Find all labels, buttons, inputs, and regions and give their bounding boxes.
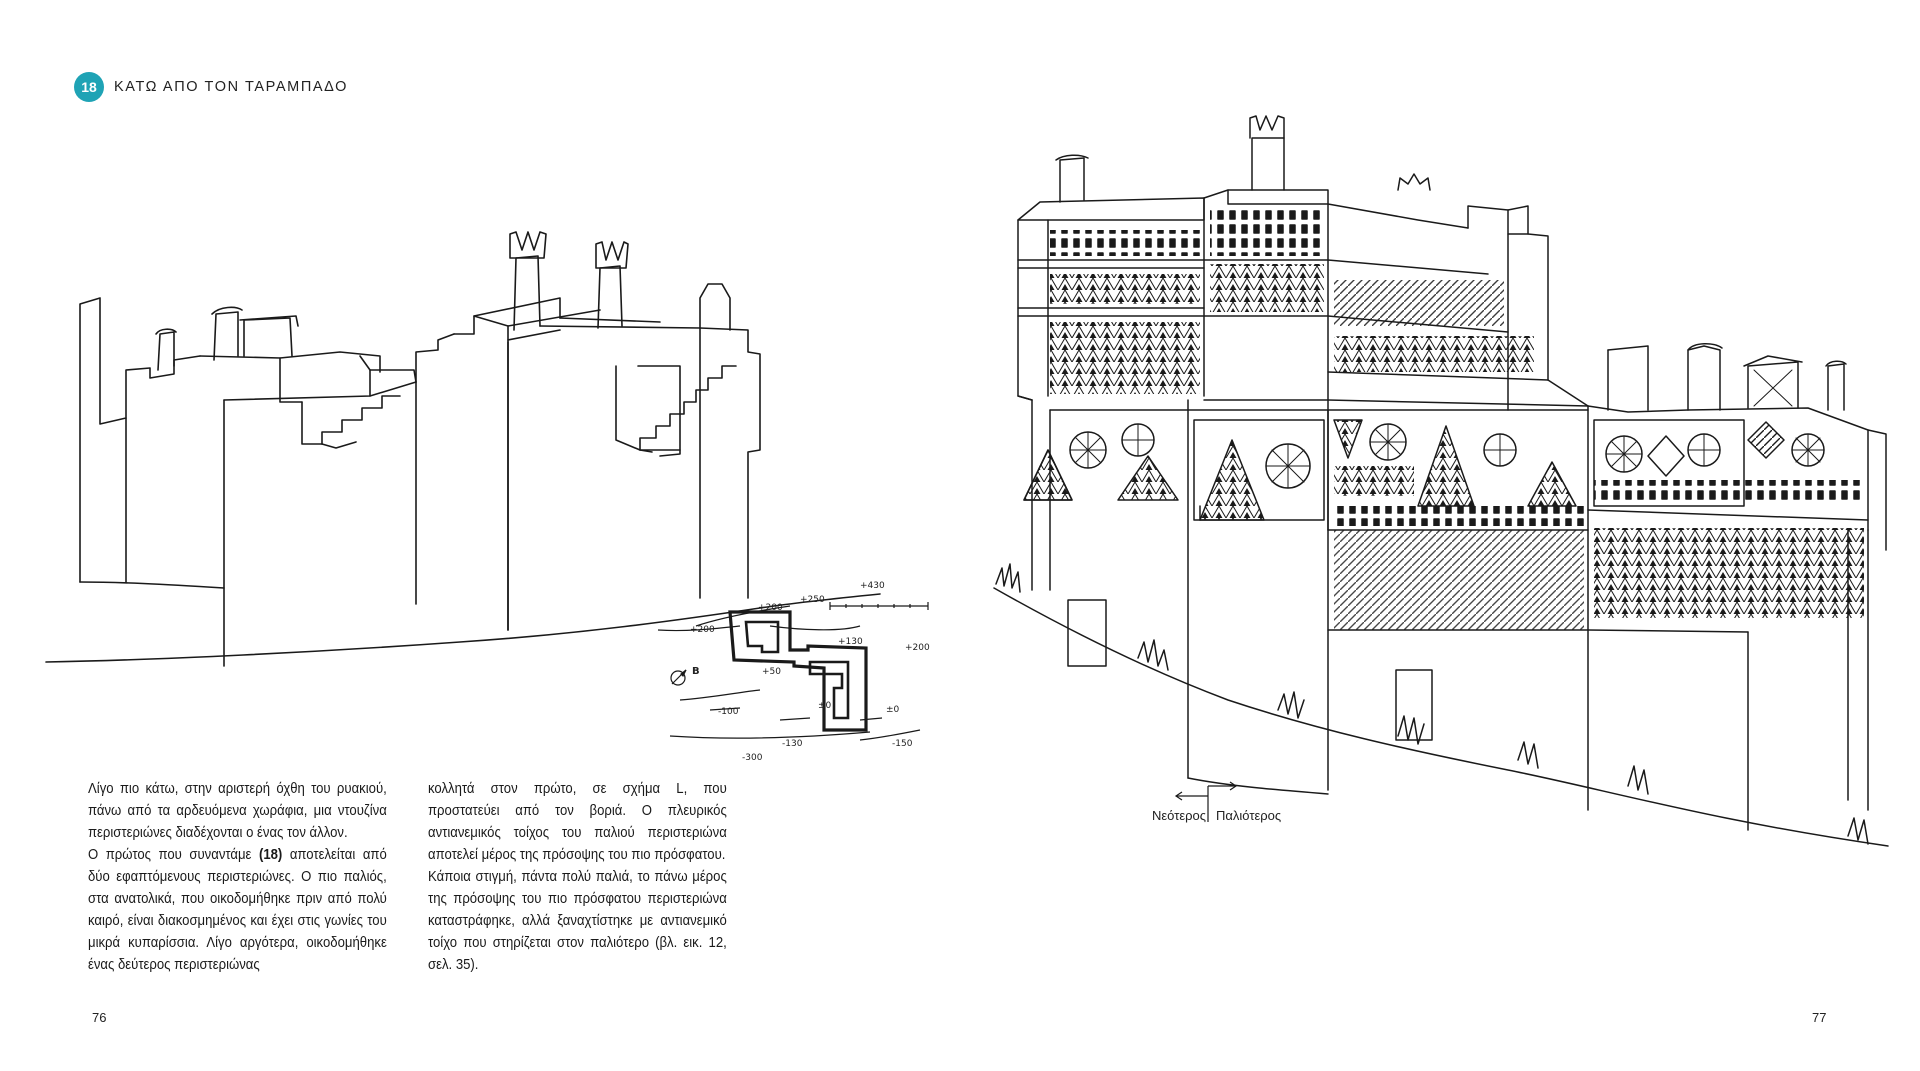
age-legend: Νεότερος Παλιότερος bbox=[1136, 780, 1336, 836]
chapter-header: 18 ΚΑΤΩ ΑΠΟ ΤΟΝ ΤΑΡΑΜΠΑΔΟ bbox=[74, 72, 348, 102]
plan-elevation: +130 bbox=[838, 637, 863, 647]
page-number-right: 77 bbox=[1812, 1010, 1827, 1025]
plan-elevation: +430 bbox=[860, 581, 885, 591]
paragraph: Ο πρώτος που συναντάμε (18) αποτελείται … bbox=[88, 844, 387, 976]
plan-elevation: -300 bbox=[742, 753, 763, 763]
legend-older: Παλιότερος bbox=[1216, 808, 1281, 823]
paragraph: κολλητά στον πρώτο, σε σχήμα L, που προσ… bbox=[428, 781, 727, 863]
dovecote-rear-drawing bbox=[40, 120, 920, 680]
north-label: B bbox=[692, 666, 700, 677]
chapter-title: ΚΑΤΩ ΑΠΟ ΤΟΝ ΤΑΡΑΜΠΑΔΟ bbox=[114, 79, 349, 95]
plan-elevation: ±0 bbox=[818, 701, 832, 711]
plan-elevation: -150 bbox=[892, 739, 913, 749]
paragraph: Λίγο πιο κάτω, στην αριστερή όχθη του ρυ… bbox=[88, 781, 387, 841]
plan-elevation: +200 bbox=[758, 603, 783, 613]
plan-elevation: +50 bbox=[762, 667, 781, 677]
plan-elevation: -100 bbox=[718, 707, 739, 717]
legend-newer: Νεότερος bbox=[1152, 808, 1206, 823]
plan-elevation: ±0 bbox=[886, 705, 900, 715]
chapter-number-badge: 18 bbox=[74, 72, 104, 102]
site-plan: +430 +250 +200 +200 +200 +130 +50 ±0 ±0 … bbox=[650, 570, 950, 770]
plan-elevation: -130 bbox=[782, 739, 803, 749]
text-column-2: κολλητά στον πρώτο, σε σχήμα L, που προσ… bbox=[428, 778, 727, 976]
right-page: Νεότερος Παλιότερος 77 bbox=[960, 0, 1920, 1071]
page-number-left: 76 bbox=[92, 1010, 107, 1025]
plan-elevation: +250 bbox=[800, 595, 825, 605]
left-page: 18 ΚΑΤΩ ΑΠΟ ΤΟΝ ΤΑΡΑΜΠΑΔΟ bbox=[40, 72, 950, 1025]
plan-elevation: +200 bbox=[690, 625, 715, 635]
paragraph-text: Ο πρώτος που συναντάμε bbox=[88, 847, 259, 863]
paragraph-text: αποτελείται από δύο εφαπτόμενους περιστε… bbox=[88, 847, 387, 973]
paragraph: Κάποια στιγμή, πάντα πολύ παλιά, το πάνω… bbox=[428, 869, 727, 973]
dovecote-front-drawing bbox=[988, 110, 1898, 850]
plan-elevation: +200 bbox=[905, 643, 930, 653]
figure-reference: (18) bbox=[258, 847, 283, 863]
text-column-1: Λίγο πιο κάτω, στην αριστερή όχθη του ρυ… bbox=[88, 778, 387, 976]
